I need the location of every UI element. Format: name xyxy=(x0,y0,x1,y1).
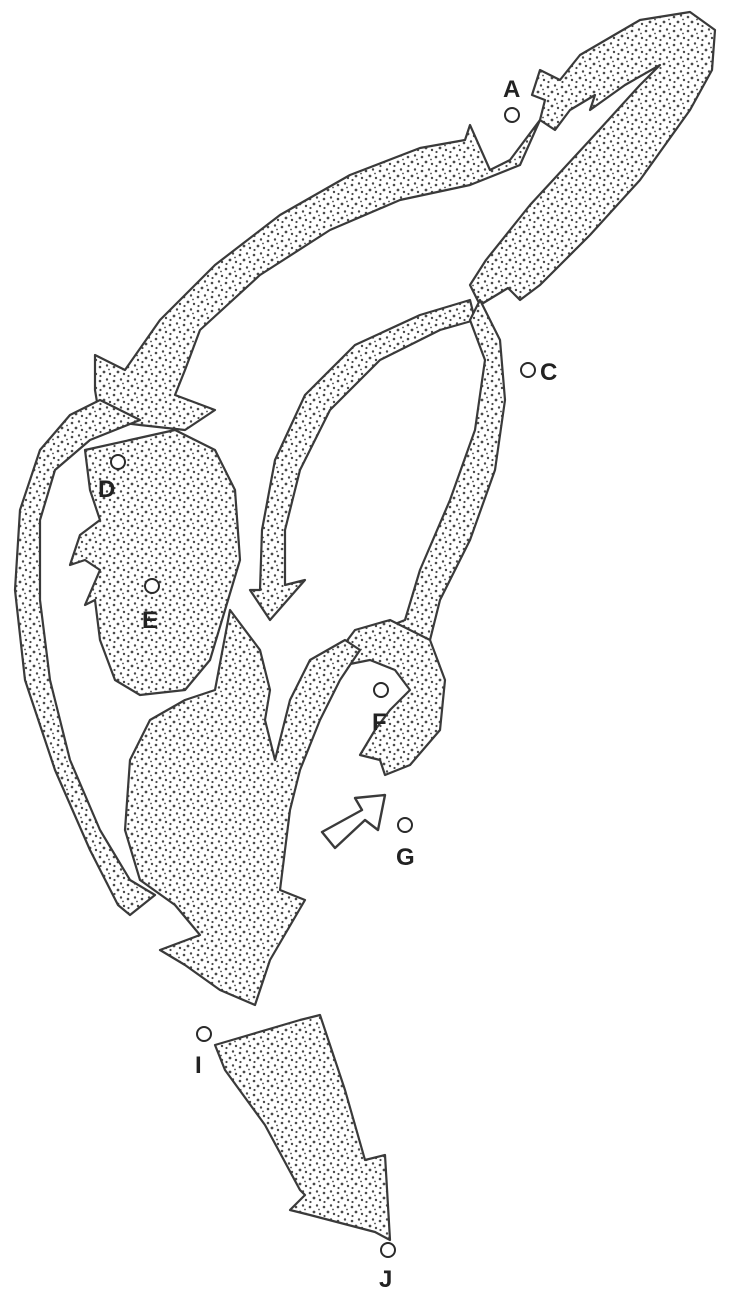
label-f: F xyxy=(372,709,387,736)
node-e-marker xyxy=(145,579,159,593)
label-a: A xyxy=(503,76,520,103)
node-i-marker xyxy=(197,1027,211,1041)
label-i: I xyxy=(195,1052,202,1079)
arrow-small-g xyxy=(322,795,385,848)
node-f-marker xyxy=(374,683,388,697)
label-g: G xyxy=(396,844,415,871)
node-g-marker xyxy=(398,818,412,832)
label-d: D xyxy=(98,476,115,503)
arrow-top-loop xyxy=(470,12,715,305)
label-j: J xyxy=(379,1266,392,1293)
node-a-marker xyxy=(505,108,519,122)
node-c-marker xyxy=(521,363,535,377)
arrow-right-branch xyxy=(380,300,505,655)
node-j-marker xyxy=(381,1243,395,1257)
label-e: E xyxy=(142,607,158,634)
arrow-f-loop xyxy=(340,620,445,775)
arrow-i-to-j xyxy=(215,1015,390,1240)
label-c: C xyxy=(540,359,557,386)
node-d-marker xyxy=(111,455,125,469)
arrow-d-region xyxy=(70,430,240,695)
